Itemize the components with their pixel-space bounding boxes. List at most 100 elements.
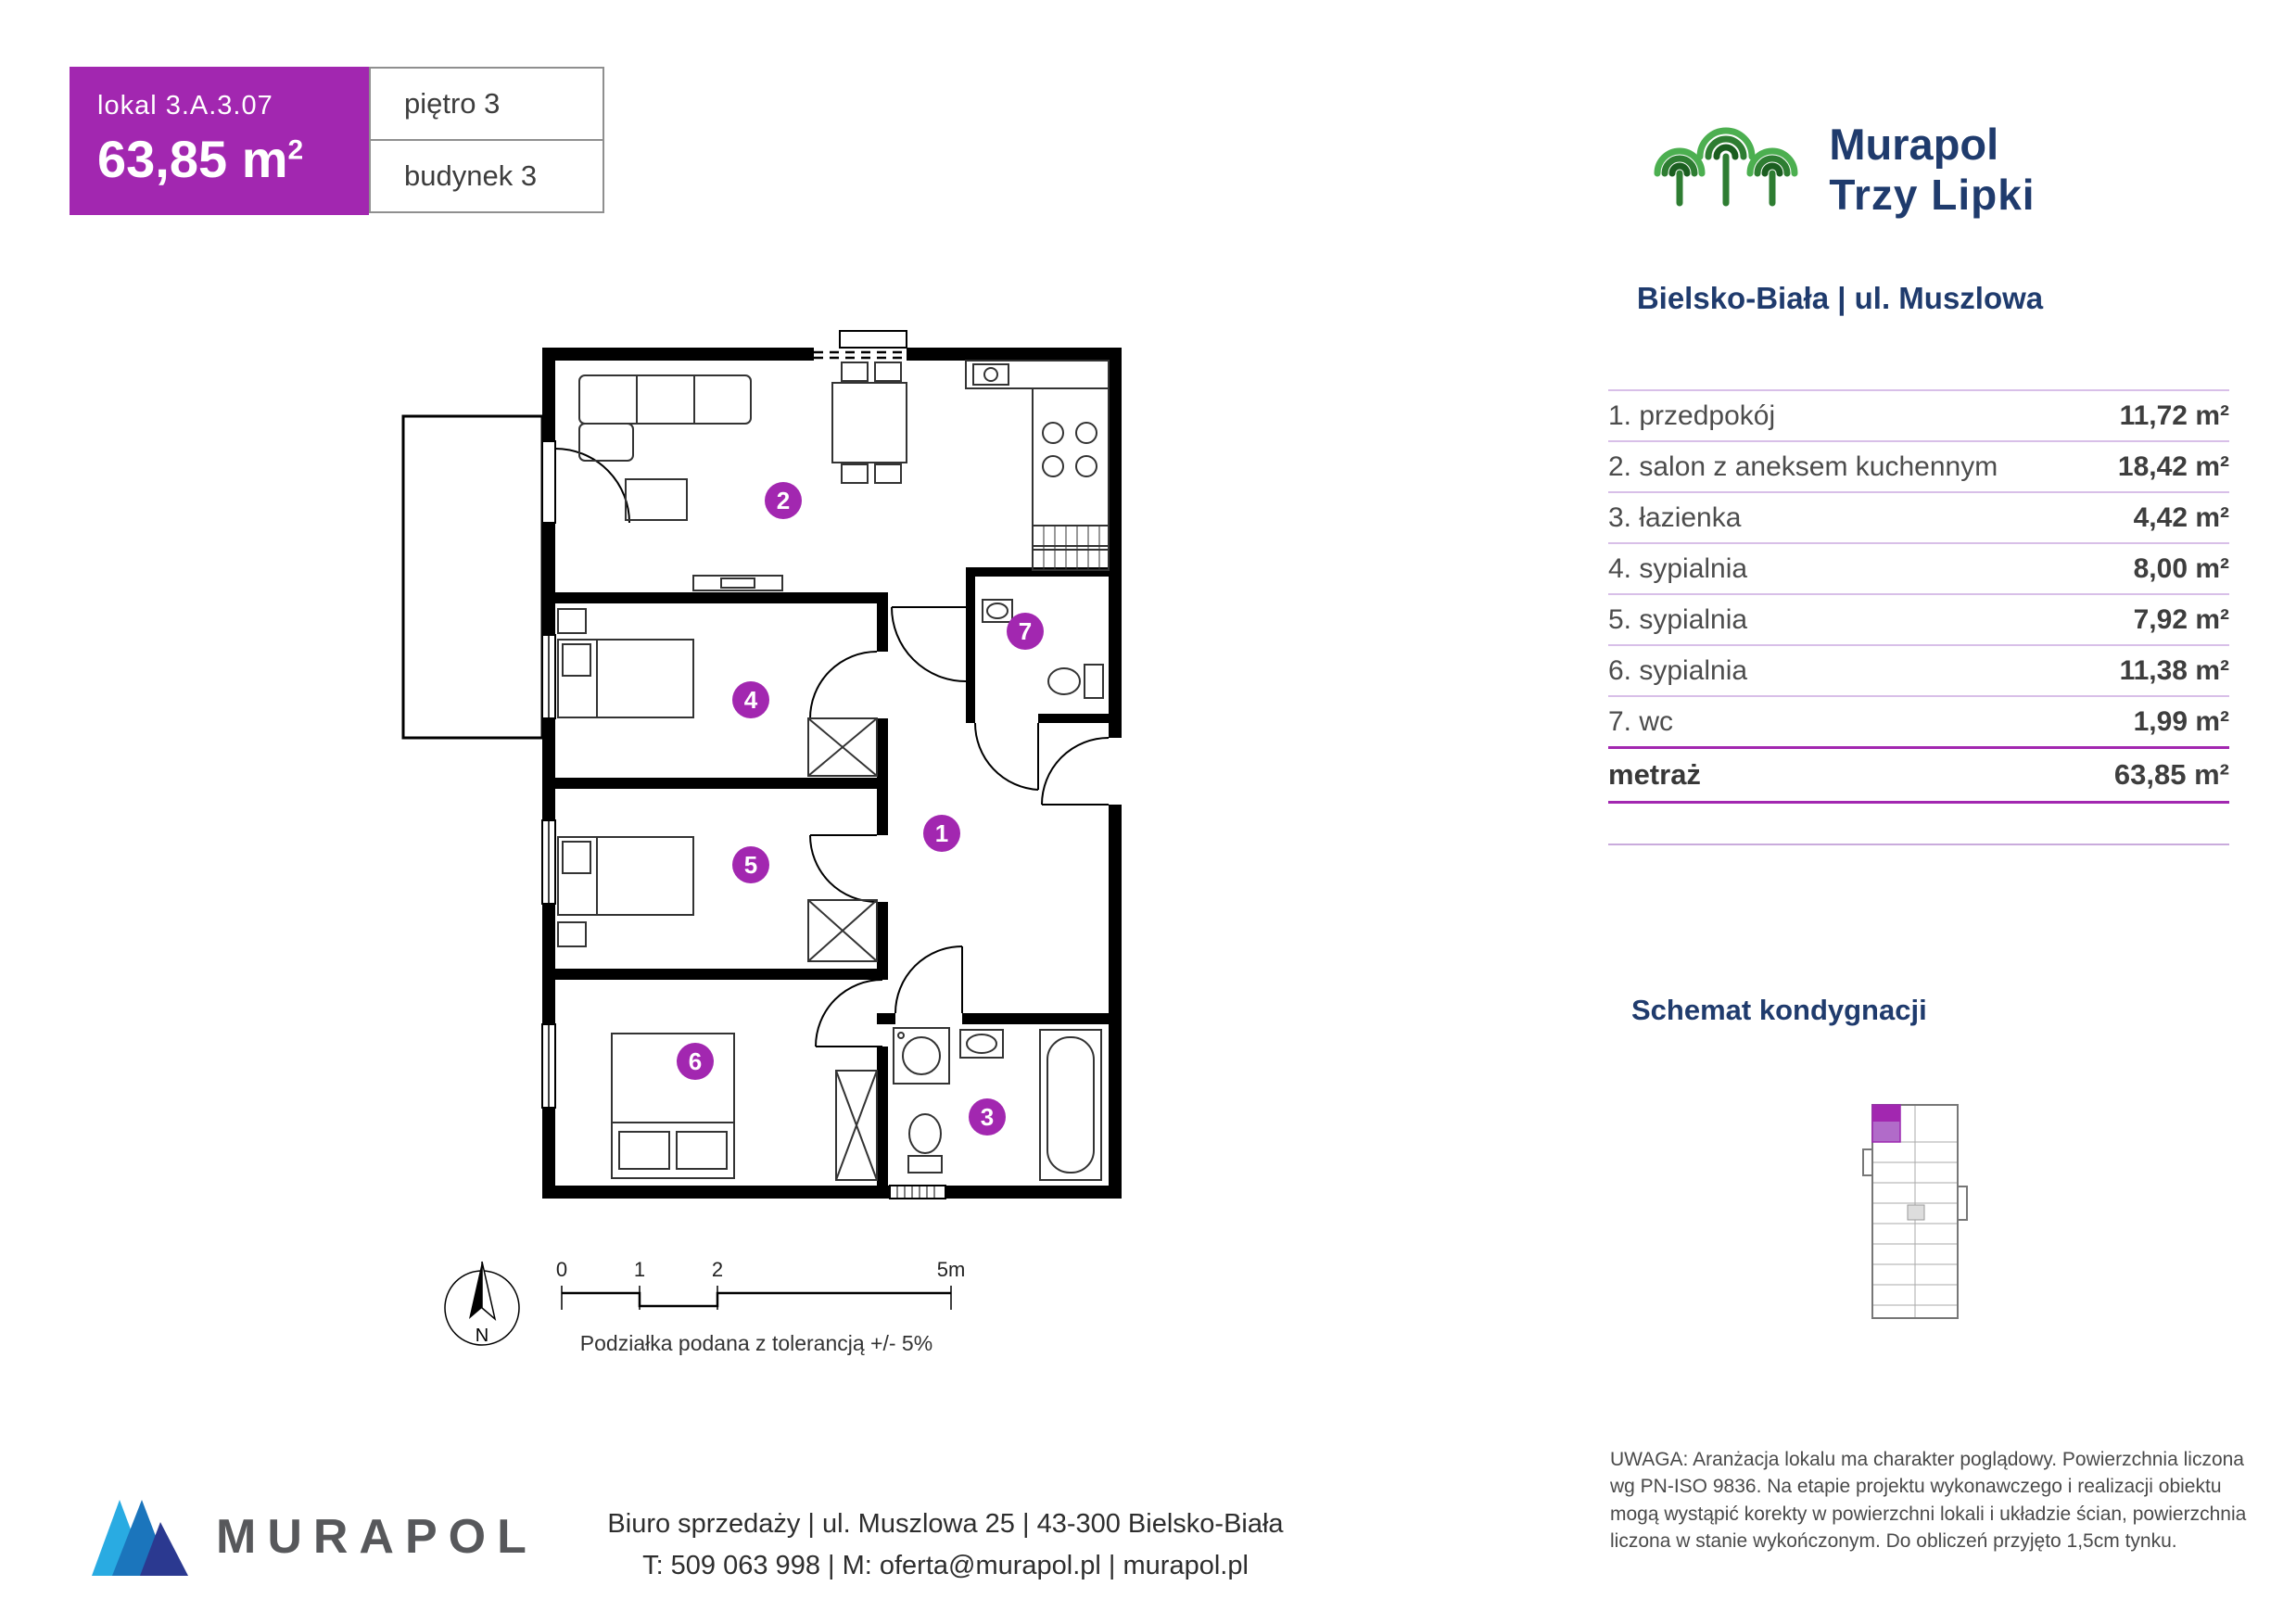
bedroom4-door (809, 651, 878, 719)
room-label: 4. sypialnia (1608, 552, 1748, 584)
room-label: 6. sypialnia (1608, 654, 1748, 686)
unit-area-sup: 2 (287, 134, 304, 166)
unit-area-value: 63,85 (97, 130, 228, 188)
toilet-wc (1047, 664, 1104, 699)
svg-text:2: 2 (777, 487, 790, 514)
section-divider (1608, 844, 2229, 845)
room-number-6: 6 (677, 1043, 714, 1080)
compass-label: N (476, 1326, 488, 1346)
total-area: 63,85 m² (2113, 758, 2229, 791)
table-row: 4. sypialnia 8,00 m² (1608, 542, 2229, 593)
scale-tick-1: 1 (634, 1258, 645, 1281)
bedroom6-door (815, 979, 883, 1047)
room-label: 3. łazienka (1608, 501, 1742, 533)
dining-table (831, 362, 907, 484)
washing-machine (893, 1027, 950, 1085)
entrance-door (1041, 737, 1110, 806)
doors (554, 448, 1110, 1047)
murapol-logo: MURAPOL (88, 1491, 538, 1583)
bathroom-sink (959, 1029, 1004, 1059)
svg-text:6: 6 (689, 1047, 702, 1075)
room-area-table: 1. przedpokój 11,72 m² 2. salon z anekse… (1608, 389, 2229, 804)
floor-plan: 1 2 3 4 5 6 7 N 0 1 2 5m Podziałka po (401, 330, 1122, 1355)
bathtub (1039, 1029, 1102, 1181)
wc-sink (982, 599, 1013, 623)
bedroom5-door (809, 834, 878, 903)
room-area: 8,00 m² (2133, 552, 2229, 584)
room-number-4: 4 (732, 681, 769, 718)
toilet-bathroom (907, 1113, 943, 1174)
balcony (401, 414, 544, 740)
room-number-1: 1 (923, 815, 960, 852)
svg-text:7: 7 (1019, 617, 1032, 645)
table-row: 3. łazienka 4,42 m² (1608, 491, 2229, 542)
table-row: 2. salon z aneksem kuchennym 18,42 m² (1608, 440, 2229, 491)
murapol-logo-text: MURAPOL (216, 1510, 538, 1564)
table-row: 5. sypialnia 7,92 m² (1608, 593, 2229, 644)
building-label: budynek 3 (404, 159, 538, 192)
brand-name: Murapol (1829, 119, 1999, 169)
furniture (557, 360, 1110, 1181)
room-number-7: 7 (1007, 613, 1044, 650)
floor-box: piętro 3 (369, 67, 604, 141)
salon-door (891, 606, 967, 682)
disclaimer: UWAGA: Aranżacja lokalu ma charakter pog… (1610, 1449, 2247, 1553)
svg-text:5: 5 (744, 851, 757, 879)
room-area: 18,42 m² (2117, 450, 2229, 482)
scale-bar: 0 1 2 5m (556, 1258, 965, 1310)
room-label: 7. wc (1608, 705, 1674, 737)
highlighted-unit-core (1872, 1105, 1900, 1122)
unit-area-unit: m (241, 130, 288, 188)
exterior-walls (542, 348, 1122, 1199)
windows (541, 350, 946, 1199)
floor-label: piętro 3 (404, 87, 501, 120)
room-number-5: 5 (732, 846, 769, 883)
wardrobe-room5 (807, 899, 878, 962)
table-row: 6. sypialnia 11,38 m² (1608, 644, 2229, 695)
scale-tick-2: 2 (712, 1258, 723, 1281)
sales-office-contact: T: 509 063 998 | M: oferta@murapol.pl | … (642, 1551, 1249, 1580)
interior-walls (542, 567, 1109, 1199)
room-number-2: 2 (765, 482, 802, 519)
wardrobe-room6 (835, 1070, 878, 1181)
room-area: 7,92 m² (2133, 603, 2229, 635)
sales-office-address: Biuro sprzedaży | ul. Muszlowa 25 | 43-3… (607, 1509, 1284, 1539)
brand-text: Murapol Trzy Lipki (1829, 119, 2035, 220)
project-location: Bielsko-Biała | ul. Muszlowa (1636, 281, 2044, 315)
sales-office-info: Biuro sprzedaży | ul. Muszlowa 25 | 43-3… (556, 1509, 1335, 1592)
schematic-outline (1862, 1104, 1968, 1319)
murapol-mark-icon (92, 1500, 188, 1576)
wardrobe-room4 (807, 717, 878, 777)
kitchen-counter (965, 360, 1110, 571)
compass: N (444, 1261, 520, 1346)
table-row: 1. przedpokój 11,72 m² (1608, 389, 2229, 440)
total-label: metraż (1608, 758, 1701, 791)
trees-icon (1654, 127, 1798, 206)
room-area: 11,38 m² (2119, 654, 2229, 686)
unit-number: lokal 3.A.3.07 (97, 91, 273, 121)
total-row: metraż 63,85 m² (1608, 746, 2229, 804)
coffee-table (625, 478, 688, 521)
wc-door (973, 722, 1039, 791)
room-area: 11,72 m² (2119, 400, 2229, 431)
brand-logo: Murapol Trzy Lipki (1613, 85, 2067, 252)
bed-room5 (557, 836, 694, 947)
room-label: 2. salon z aneksem kuchennym (1608, 450, 1998, 482)
scale-tick-5m: 5m (937, 1258, 966, 1281)
bed-room6 (611, 1033, 735, 1179)
room-area: 4,42 m² (2133, 501, 2229, 533)
shaft (839, 330, 907, 349)
tv-cabinet (692, 575, 783, 591)
room-markers: 1 2 3 4 5 6 7 (677, 482, 1044, 1136)
scale-tick-0: 0 (556, 1258, 567, 1281)
svg-text:1: 1 (935, 819, 948, 847)
floor-schematic-title: Schemat kondygnacji (1631, 994, 1927, 1026)
sofa (578, 374, 752, 462)
unit-badge: lokal 3.A.3.07 63,85 m2 (70, 67, 369, 215)
room-label: 1. przedpokój (1608, 400, 1776, 431)
table-row: 7. wc 1,99 m² (1608, 695, 2229, 746)
scale-tolerance-note: Podziałka podana z tolerancją +/- 5% (580, 1331, 932, 1355)
brand-project: Trzy Lipki (1829, 170, 2036, 219)
room-label: 5. sypialnia (1608, 603, 1748, 635)
